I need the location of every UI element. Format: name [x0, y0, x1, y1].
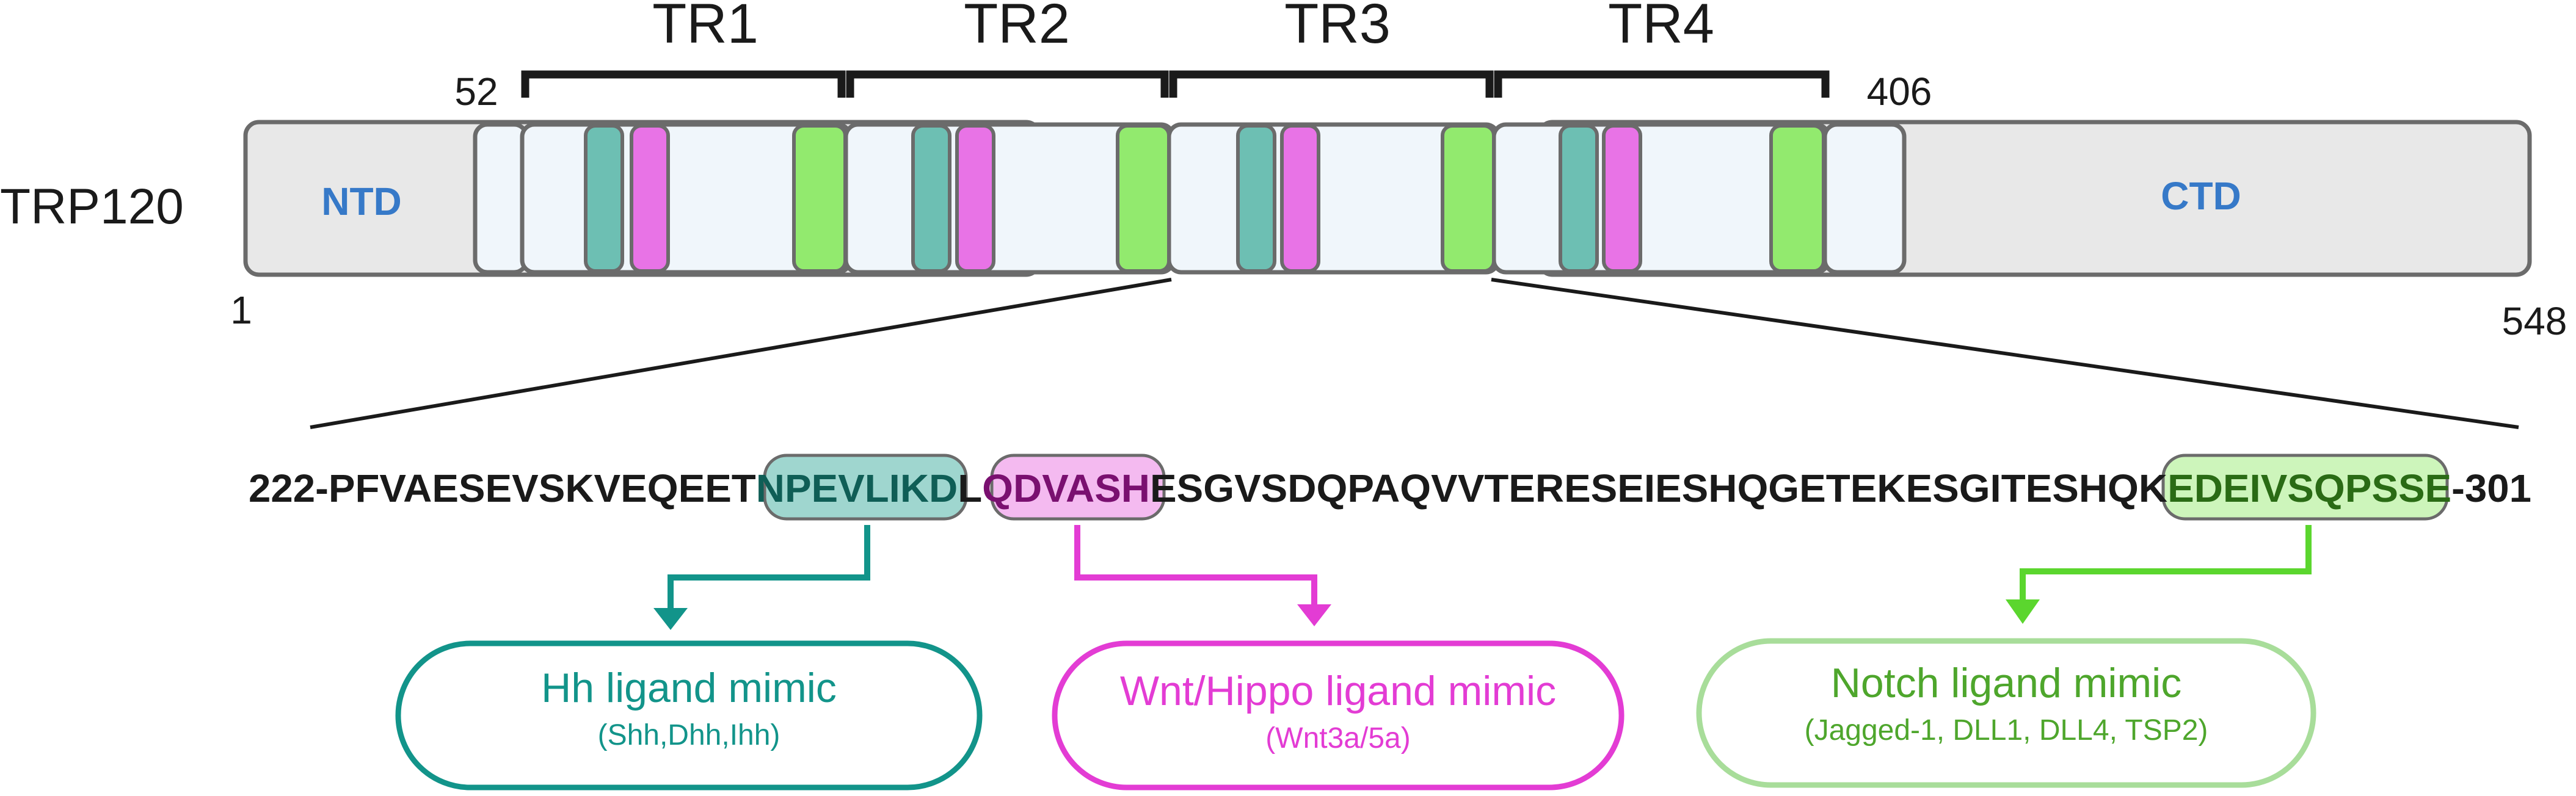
- position-52: 52: [454, 70, 498, 114]
- wnt-motif-block-tr2: [955, 124, 995, 273]
- position-1: 1: [230, 288, 252, 332]
- ctd-label: CTD: [2161, 174, 2241, 218]
- notch-mimic-title: Notch ligand mimic: [1831, 660, 2181, 706]
- notch-motif-block-tr4: [1769, 124, 1825, 273]
- bracket-tr1: [521, 70, 846, 98]
- notch-mimic-box: [1696, 638, 2316, 788]
- zoom-line-right: [1491, 278, 2519, 429]
- hh-mimic-box: [395, 640, 983, 791]
- repeat-label-tr4: TR4: [1608, 0, 1714, 55]
- zoom-lines: [310, 278, 2519, 429]
- ntd-label: NTD: [321, 179, 402, 223]
- notch-arrowhead: [2006, 599, 2040, 624]
- notch-mimic-subtitle: (Jagged-1, DLL1, DLL4, TSP2): [1805, 714, 2208, 747]
- hh-connector: [668, 525, 870, 610]
- hh-motif-block-tr1: [584, 124, 624, 273]
- notch-connector: [2020, 525, 2312, 602]
- sequence-linker: L: [958, 466, 982, 510]
- wnt-arrowhead: [1297, 604, 1331, 626]
- hh-motif-block-tr2: [911, 124, 951, 273]
- wnt-mimic-subtitle: (Wnt3a/5a): [1265, 722, 1410, 754]
- position-548: 548: [2502, 299, 2567, 343]
- hh-arrowhead: [653, 608, 688, 630]
- flank-left: [473, 122, 529, 275]
- repeat-label-tr2: TR2: [964, 0, 1070, 55]
- hh-motif-block-tr4: [1559, 124, 1599, 273]
- hh-motif-block-tr3: [1236, 124, 1276, 273]
- sequence-motif-hh: NPEVLIKD: [756, 466, 958, 510]
- notch-motif-block-tr2: [1116, 124, 1171, 273]
- wnt-mimic-title: Wnt/Hippo ligand mimic: [1120, 668, 1556, 714]
- bracket-tr2: [846, 70, 1169, 98]
- wnt-connector: [1074, 525, 1317, 607]
- notch-motif-block-tr1: [792, 124, 847, 273]
- repeat-label-tr3: TR3: [1284, 0, 1391, 55]
- notch-motif-highlight: [2161, 454, 2449, 521]
- bracket-tr4: [1494, 70, 1830, 98]
- flank-right: [1822, 122, 1907, 275]
- wnt-mimic-box: [1052, 640, 1625, 791]
- bracket-tr3: [1169, 70, 1494, 98]
- hh-mimic-title: Hh ligand mimic: [541, 665, 837, 711]
- sequence-prefix: 222-PFVAESEVSKVEQEET: [249, 466, 756, 510]
- repeat-brackets: [521, 70, 1830, 98]
- wnt-motif-block-tr3: [1280, 124, 1320, 273]
- hh-motif-highlight: [763, 454, 968, 521]
- sequence-motif-notch: EDEIVSQPSSE: [2167, 466, 2451, 510]
- wnt-motif-block-tr1: [630, 124, 670, 273]
- wnt-motif-block-tr4: [1602, 124, 1642, 273]
- sequence-suffix: -301: [2451, 466, 2531, 510]
- repeat-label-tr1: TR1: [652, 0, 759, 55]
- sequence-middle: ESGVSDQPAQVVTERESEIESHQGETEKESGITESHQK: [1150, 466, 2167, 510]
- zoom-line-left: [310, 278, 1172, 429]
- hh-mimic-subtitle: (Shh,Dhh,Ihh): [598, 719, 780, 751]
- wnt-motif-highlight: [990, 454, 1166, 521]
- motif-blocks: [584, 124, 1825, 273]
- protein-name: TRP120: [0, 179, 184, 234]
- notch-motif-block-tr3: [1441, 124, 1496, 273]
- position-406: 406: [1867, 70, 1932, 114]
- sequence-motif-wnt: QDVASH: [982, 466, 1150, 510]
